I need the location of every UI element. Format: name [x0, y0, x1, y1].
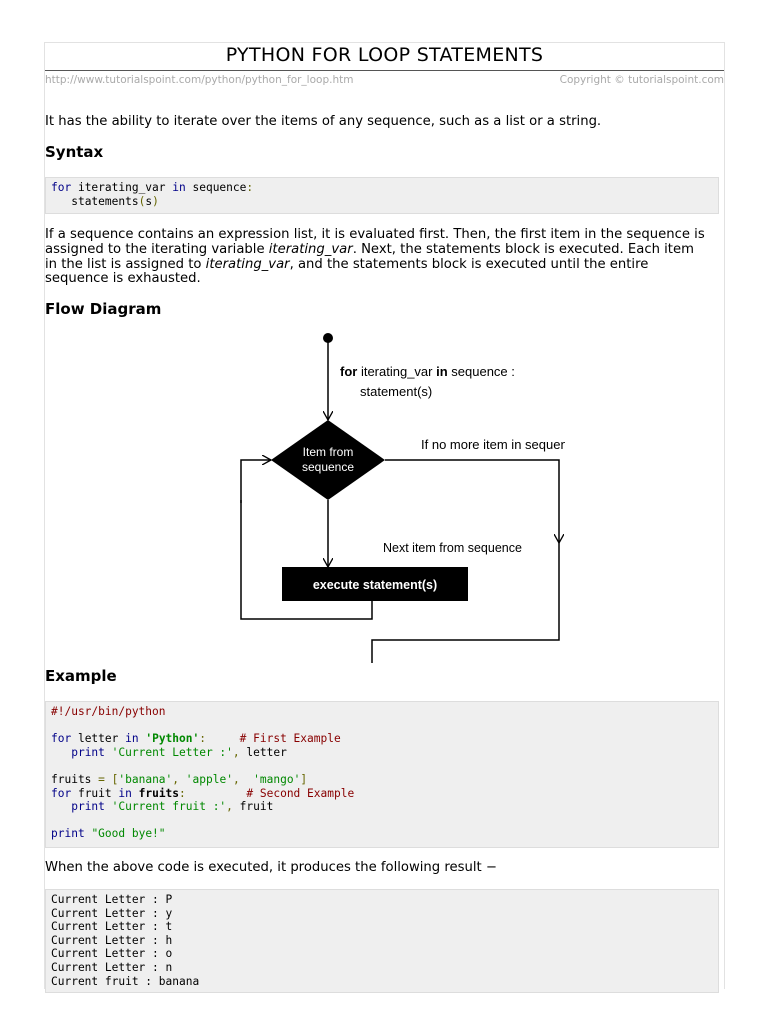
exit-path-down [371, 543, 560, 663]
statement-label: statement(s) [360, 384, 432, 399]
diamond-label-2: sequence [302, 460, 354, 474]
output-line: Current Letter : h [51, 933, 173, 947]
loop-return-path [240, 460, 271, 503]
output-line: Current Letter : t [51, 920, 173, 934]
flow-diagram-heading: Flow Diagram [45, 300, 162, 318]
no-more-items-label: If no more item in sequence [421, 437, 565, 452]
output-line: Current Letter : P [51, 893, 173, 906]
title-rule [45, 70, 724, 71]
example-code-block: #!/usr/bin/python for letter in 'Python'… [45, 701, 719, 848]
syntax-heading: Syntax [45, 143, 104, 161]
output-line: Current Letter : n [51, 960, 173, 974]
output-line: Current fruit : banana [51, 974, 200, 988]
document-page: PYTHON FOR LOOP STATEMENTS http://www.tu… [44, 42, 725, 993]
diamond-label-1: Item from [303, 445, 354, 459]
page-title: PYTHON FOR LOOP STATEMENTS [225, 44, 544, 66]
copyright-notice: Copyright © tutorialspoint.com [559, 74, 724, 86]
description-paragraph: If a sequence contains an expression lis… [45, 227, 705, 287]
output-line: Current Letter : o [51, 947, 173, 961]
output-line: Current Letter : y [51, 906, 173, 920]
intro-paragraph: It has the ability to iterate over the i… [45, 114, 602, 129]
flow-diagram: for iterating_var in sequence : statemen… [240, 333, 565, 663]
example-heading: Example [45, 667, 117, 685]
next-item-label: Next item from sequence [383, 541, 522, 555]
exit-path [385, 459, 559, 543]
decision-diamond [271, 420, 385, 500]
for-syntax-label: for iterating_var in sequence : [340, 364, 515, 379]
execute-box [282, 567, 468, 601]
loop-back-path [240, 500, 373, 620]
execute-label: execute statement(s) [313, 578, 437, 592]
syntax-code-block: for iterating_var in sequence: statement… [45, 177, 719, 214]
result-intro: When the above code is executed, it prod… [45, 860, 497, 875]
source-url: http://www.tutorialspoint.com/python/pyt… [45, 74, 354, 86]
